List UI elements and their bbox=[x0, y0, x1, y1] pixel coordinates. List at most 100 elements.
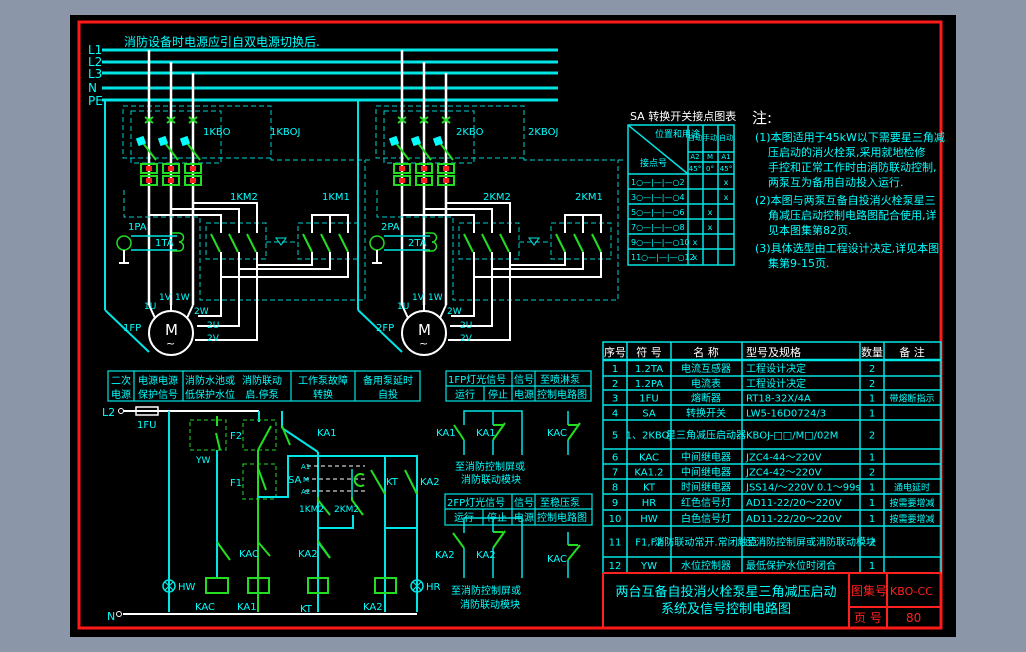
pump2-motor-symbol: M bbox=[418, 321, 431, 339]
parts-header-cell: 备 注 bbox=[899, 345, 925, 359]
parts-cell: 转换开关 bbox=[686, 407, 726, 420]
parts-cell: AD11-22/20～220V bbox=[746, 514, 842, 525]
bus-label-pe: PE bbox=[88, 94, 103, 108]
pump1-ct-label: 1TA bbox=[155, 238, 174, 249]
note-line: (3)具体选型由工程设计决定,详见本图 bbox=[755, 241, 939, 255]
pump2-ammeter-label: 2PA bbox=[381, 222, 400, 233]
parts-cell: 1FU bbox=[639, 394, 658, 405]
parts-cell: 1 bbox=[869, 453, 875, 464]
control-header-cell: 消防联动 bbox=[242, 374, 282, 387]
signal2-header-lamp: 2FP灯光信号 bbox=[447, 496, 505, 509]
parts-cell: 6 bbox=[612, 453, 618, 464]
parts-cell: 至消防控制屏或消防联动模块 bbox=[746, 536, 876, 549]
signal2-header-dest2: 控制电路图 bbox=[537, 511, 587, 524]
parts-cell: 中间继电器 bbox=[681, 466, 731, 479]
atlas-number-value: KBO-CC bbox=[890, 585, 933, 598]
pump1-power-circuit bbox=[104, 50, 370, 356]
parts-cell: 通电延时 bbox=[894, 482, 930, 494]
sa-row-mark: x bbox=[724, 178, 729, 187]
ctrl-ka2-contact: KA2 bbox=[420, 477, 440, 488]
parts-cell: HW bbox=[640, 514, 658, 525]
coil-ka2-label: KA2 bbox=[363, 602, 383, 613]
coil-ka1-label: KA1 bbox=[237, 602, 257, 613]
control-header-cell: 保护信号 bbox=[138, 388, 178, 401]
parts-cell: 按需要增减 bbox=[889, 497, 934, 509]
parts-cell: LW5-16D0724/3 bbox=[746, 409, 826, 420]
parts-cell: 1 bbox=[612, 364, 618, 375]
signal-circuits bbox=[463, 410, 569, 578]
pump2-starter-label: 2KBOJ bbox=[528, 127, 558, 138]
parts-cell: 2 bbox=[869, 431, 875, 442]
parts-cell: 时间继电器 bbox=[681, 481, 731, 494]
pump1-w2-label: 2W bbox=[194, 307, 209, 317]
parts-cell: 水位控制器 bbox=[681, 559, 731, 572]
sig2-ka2-b: KA2 bbox=[476, 550, 496, 561]
ctrl-n-label: N bbox=[107, 610, 115, 623]
ctrl-hr-label: HR bbox=[426, 582, 441, 593]
parts-cell: 7 bbox=[612, 468, 618, 479]
sa-row-mark: x bbox=[693, 238, 698, 247]
signal1-header-run: 运行 bbox=[455, 388, 475, 401]
ctrl-l2-label: L2 bbox=[102, 406, 115, 419]
parts-cell: KAC bbox=[639, 453, 659, 464]
ctrl-sa-a1: A1 bbox=[301, 463, 310, 471]
parts-cell: YW bbox=[640, 561, 657, 572]
signal1-header-dest2: 控制电路图 bbox=[537, 388, 587, 401]
pump1-u2-label: 2U bbox=[207, 321, 219, 331]
sa-row-contacts: 5○—|—|—○6 bbox=[631, 208, 685, 217]
parts-cell: AD11-22/20～220V bbox=[746, 498, 842, 509]
parts-cell: 星三角减压启动器 bbox=[666, 429, 746, 442]
parts-cell: 2 bbox=[612, 379, 618, 390]
ctrl-f2-label: F2 bbox=[230, 431, 242, 442]
pump2-u-label: 1U bbox=[397, 302, 409, 312]
control-header-cell: 备用泵延时 bbox=[363, 374, 413, 387]
parts-cell: 5 bbox=[612, 431, 618, 442]
pump2-km2-label: 2KM2 bbox=[483, 192, 511, 203]
signal2-header-signal: 信号 bbox=[514, 497, 534, 509]
sa-row-mark: x bbox=[708, 223, 713, 232]
sa-col-code: A1 bbox=[721, 153, 730, 161]
sa-row-contacts: 3○—|—|—○4 bbox=[631, 193, 685, 202]
note-line: 两泵互为备用自动投入运行. bbox=[768, 175, 904, 189]
parts-cell: KT bbox=[643, 483, 656, 494]
ctrl-kac-contact: KAC bbox=[239, 549, 259, 560]
ctrl-hw-label: HW bbox=[178, 582, 196, 593]
signal1-header-stop: 停止 bbox=[488, 388, 508, 401]
signal2-header-power: 电源 bbox=[514, 511, 534, 524]
ctrl-2km2-contact: 2KM2 bbox=[334, 505, 359, 515]
sig1-ka1-b: KA1 bbox=[476, 428, 496, 439]
cad-drawing-canvas: 消防设备时电源应引自双电源切换后. L1 L2 L3 N PE bbox=[70, 15, 956, 637]
control-circuit bbox=[116, 406, 424, 617]
note-line: 手控和正常工作时由消防联动控制, bbox=[768, 160, 937, 174]
parts-cell: 8 bbox=[612, 483, 618, 494]
bus-label-l1: L1 bbox=[88, 43, 102, 57]
control-header-cell: 转换 bbox=[313, 388, 333, 401]
sa-table-grid bbox=[627, 124, 735, 266]
pump2-w-label: 1W bbox=[428, 293, 443, 303]
parts-cell: 11 bbox=[609, 538, 622, 549]
parts-cell: 最低保护水位时闭合 bbox=[746, 559, 836, 572]
control-header-grid bbox=[107, 370, 593, 526]
pump2-ct-label: 2TA bbox=[408, 238, 427, 249]
ctrl-sa-m: M bbox=[303, 476, 309, 484]
control-header-cell: 启.停泵 bbox=[245, 388, 278, 401]
top-note: 消防设备时电源应引自双电源切换后. bbox=[124, 34, 320, 49]
parts-cell: 1、2KBOJ bbox=[626, 431, 673, 442]
sa-row-mark: x bbox=[724, 193, 729, 202]
pump1-fp-label: 1FP bbox=[123, 323, 141, 334]
sa-row-contacts: 1○—|—|—○2 bbox=[631, 178, 685, 187]
bus-label-l3: L3 bbox=[88, 67, 102, 81]
pump1-km2-label: 1KM2 bbox=[230, 192, 258, 203]
pump1-w-label: 1W bbox=[175, 293, 190, 303]
ctrl-1km2-contact: 1KM2 bbox=[299, 505, 324, 515]
page-number-value: 80 bbox=[906, 611, 921, 625]
sa-col-angle: 45° bbox=[720, 165, 732, 173]
parts-header-cell: 数量 bbox=[861, 346, 883, 359]
pump2-v2-label: 2V bbox=[460, 334, 473, 344]
note-line: 见本图集第82页. bbox=[768, 223, 852, 237]
parts-cell: 12 bbox=[609, 561, 622, 572]
sa-row-contacts: 9○—|—|—○10 bbox=[631, 238, 690, 247]
pump2-km1-label: 2KM1 bbox=[575, 192, 603, 203]
parts-cell: 2 bbox=[869, 379, 875, 390]
parts-cell: 3 bbox=[612, 394, 618, 405]
